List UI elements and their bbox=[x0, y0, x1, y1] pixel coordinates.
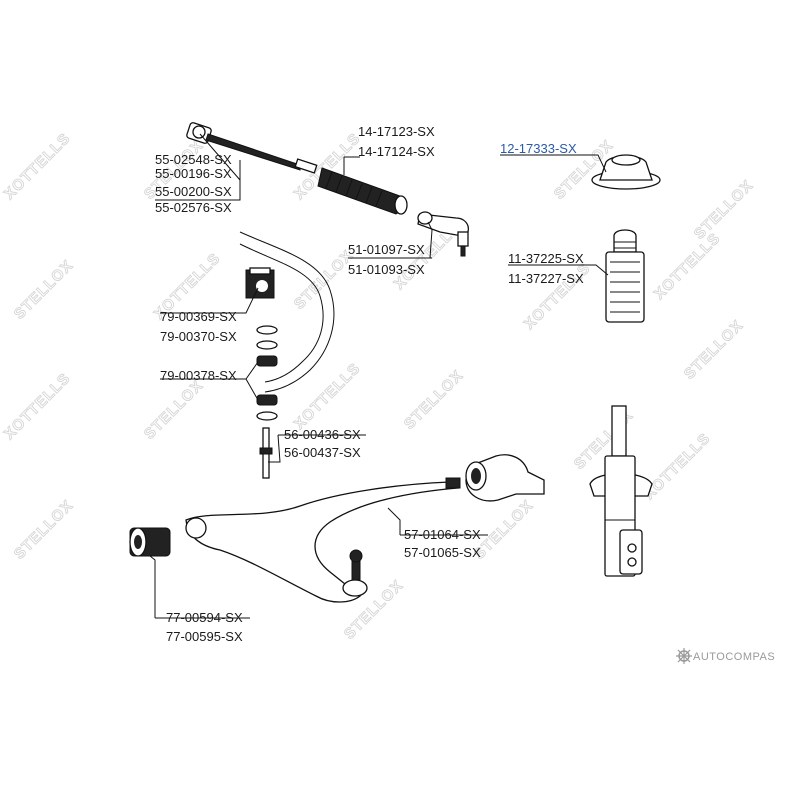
part-number-label: 77-00594-SX bbox=[166, 610, 243, 625]
watermark-text: STELLOX bbox=[11, 257, 77, 323]
part-number-label: 55-02548-SX bbox=[155, 152, 232, 167]
front-arm-bushing-part bbox=[129, 527, 171, 557]
watermark-text: XOTTELLS bbox=[1, 130, 74, 203]
tie-rod-part bbox=[186, 122, 318, 174]
leader-lines bbox=[149, 133, 609, 619]
watermark-text: XOTTELLS bbox=[641, 430, 714, 503]
part-number-label-highlighted: 12-17333-SX bbox=[500, 141, 577, 156]
watermark-text: STELLOX bbox=[401, 367, 467, 433]
part-number-label: 51-01093-SX bbox=[348, 262, 425, 277]
part-number-label: 57-01065-SX bbox=[404, 545, 481, 560]
part-number-label: 79-00378-SX bbox=[160, 368, 237, 383]
part-number-label: 77-00595-SX bbox=[166, 629, 243, 644]
watermark-text: XOTTELLS bbox=[651, 230, 724, 303]
part-number-label: 55-02576-SX bbox=[155, 200, 232, 215]
watermark-text: XOTTELLS bbox=[1, 370, 74, 443]
tie-rod-end-part bbox=[417, 211, 470, 257]
autocompas-logo: AUTOCOMPAS bbox=[676, 648, 775, 664]
watermark-text: STELLOX bbox=[141, 377, 207, 443]
bump-stop-part bbox=[605, 229, 645, 323]
strut-mount-part bbox=[591, 154, 661, 190]
stabilizer-link-part bbox=[259, 427, 273, 479]
watermark-text: XOTTELLS bbox=[291, 360, 364, 433]
stabilizer-bushing-part bbox=[245, 267, 275, 299]
part-number-label: 11-37227-SX bbox=[508, 271, 584, 286]
steering-boot-part bbox=[317, 167, 408, 215]
part-number-label: 56-00437-SX bbox=[284, 445, 361, 460]
link-bushing-part bbox=[256, 325, 278, 421]
rear-arm-bushing-part bbox=[465, 454, 545, 502]
footer-brand-text: AUTOCOMPAS bbox=[693, 651, 775, 663]
part-number-label: 51-01097-SX bbox=[348, 242, 425, 257]
part-number-label: 14-17123-SX bbox=[358, 124, 435, 139]
part-number-label: 79-00369-SX bbox=[160, 309, 237, 324]
watermark-text: STELLOX bbox=[11, 497, 77, 563]
part-number-label: 55-00200-SX bbox=[155, 184, 232, 199]
watermark-text: STELLOX bbox=[471, 497, 537, 563]
part-number-label: 79-00370-SX bbox=[160, 329, 237, 344]
stabilizer-bar-part bbox=[239, 231, 335, 393]
part-number-label: 57-01064-SX bbox=[404, 527, 481, 542]
gear-icon bbox=[676, 648, 692, 664]
part-labels: 55-02548-SX 55-00196-SX 55-00200-SX 55-0… bbox=[155, 124, 584, 644]
part-number-label: 14-17124-SX bbox=[358, 144, 435, 159]
control-arm-part bbox=[185, 477, 461, 603]
watermark-text: STELLOX bbox=[291, 247, 357, 313]
watermark-text: STELLOX bbox=[691, 177, 757, 243]
watermark-text: STELLOX bbox=[681, 317, 747, 383]
shock-absorber-part bbox=[589, 405, 653, 577]
part-number-label: 56-00436-SX bbox=[284, 427, 361, 442]
part-number-label: 11-37225-SX bbox=[508, 251, 584, 266]
part-number-label: 55-00196-SX bbox=[155, 166, 232, 181]
